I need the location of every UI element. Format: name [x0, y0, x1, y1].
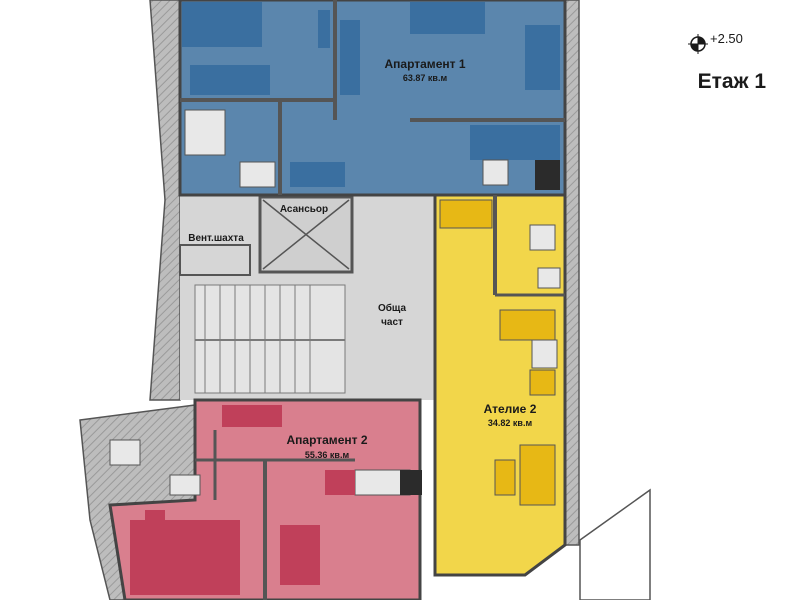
cabinet-apartment-1 [290, 162, 345, 187]
sink-apartment-1 [482, 159, 509, 186]
sofa-apartment-2 [280, 525, 320, 585]
cabinet-apartment-2 [222, 405, 282, 427]
bed-apartment-1 [182, 2, 262, 47]
shower-apartment-1 [184, 109, 226, 156]
apartment-2-area: 55.36 кв.м [305, 450, 350, 460]
washbasin-apartment-1 [239, 161, 276, 188]
apartment-1-area: 63.87 кв.м [403, 73, 448, 83]
stove-atelier-2 [531, 339, 558, 369]
bed-apartment-2 [130, 520, 240, 595]
common-area [179, 195, 435, 400]
washbasin-apartment-2 [169, 474, 201, 496]
atelier-2-name: Ателие 2 [484, 402, 537, 416]
atelier-2-area: 34.82 кв.м [488, 418, 533, 428]
stove-apartment-2 [400, 470, 422, 495]
floor-label: Етаж 1 [698, 70, 767, 93]
kitchen-counter-apartment-1 [470, 125, 560, 160]
atelier-2 [433, 193, 567, 577]
vent-shaft-label: Вент.шахта [188, 233, 244, 244]
kitchen-counter-atelier-2 [499, 309, 556, 341]
level-marker: +2.50 [688, 31, 743, 54]
elevator-label: Асансьор [280, 204, 328, 215]
common-area-label-line2: част [381, 317, 403, 328]
apartment-2-name: Апартамент 2 [287, 433, 368, 447]
room-labels: Апартамент 1 63.87 кв.м Апартамент 2 55.… [188, 57, 536, 460]
level-mark-text: +2.50 [710, 31, 743, 46]
vent-shaft [179, 244, 251, 276]
wardrobe-apartment-1 [190, 65, 270, 95]
sofa-apartment-1 [525, 25, 560, 90]
stove-apartment-1 [535, 160, 560, 190]
dining-table [410, 2, 485, 34]
washbasin-atelier-2 [537, 267, 561, 289]
apartment-1 [178, 0, 567, 197]
sofa-atelier-2 [519, 444, 556, 506]
toilet-apartment-2 [109, 439, 141, 466]
common-area-label-line1: Обща [378, 302, 407, 314]
apartment-1-name: Апартамент 1 [385, 57, 466, 71]
storage-atelier-2 [439, 199, 493, 229]
apartment-2 [108, 398, 422, 600]
toilet-atelier-2 [529, 224, 556, 251]
staircase [194, 284, 346, 394]
